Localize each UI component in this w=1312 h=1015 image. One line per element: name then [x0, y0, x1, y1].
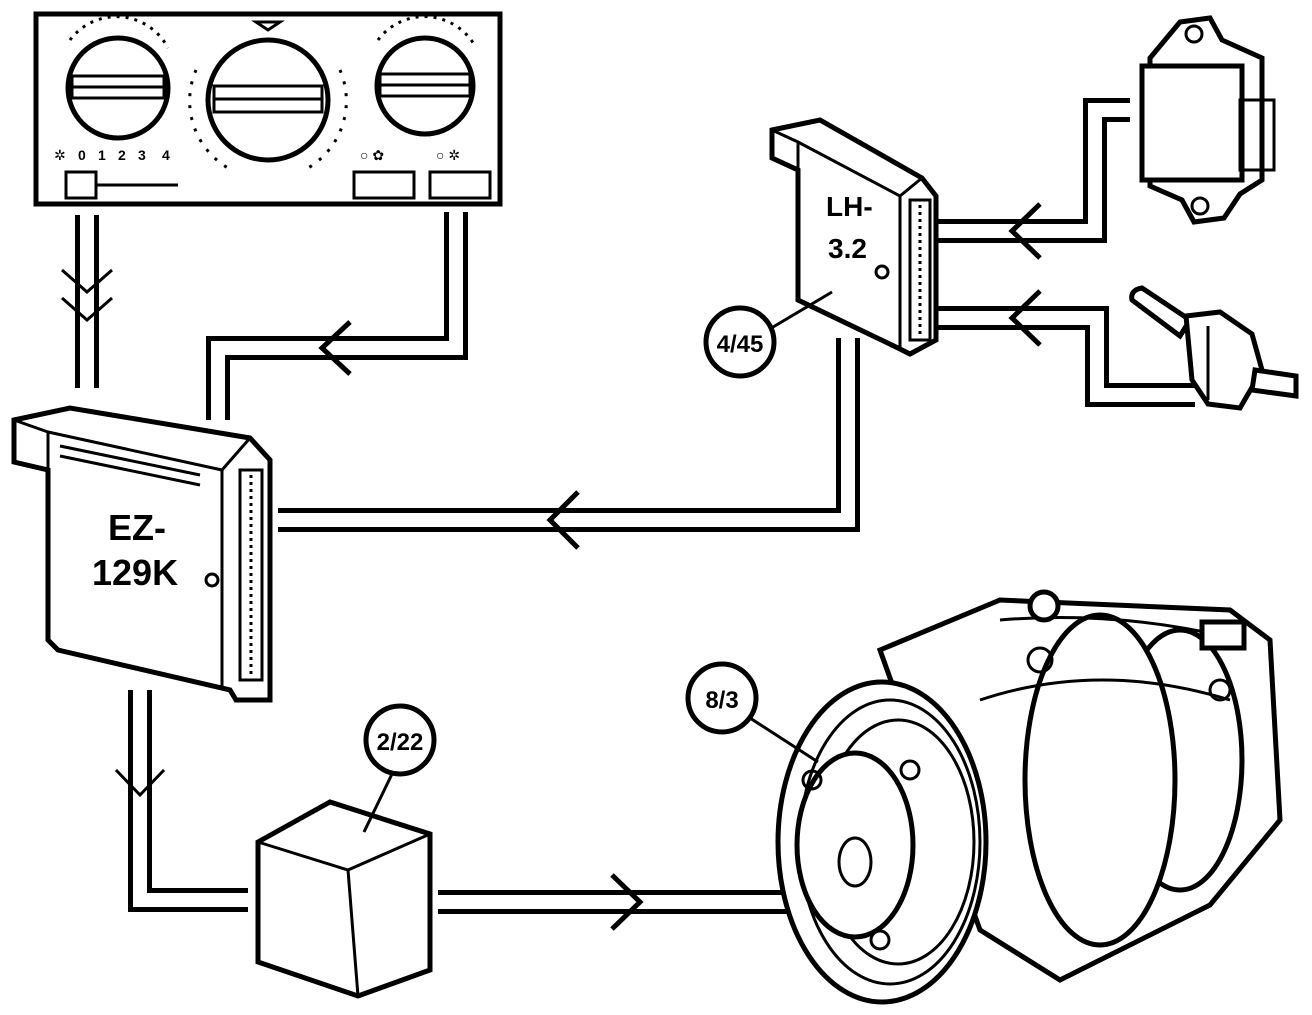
lh-label-line1: LH- — [826, 191, 873, 222]
fan-scale: ✲ 0 1 2 3 4 — [54, 147, 170, 163]
line-ez-to-relay — [128, 690, 248, 912]
fan-scale-4: 4 — [162, 147, 170, 163]
callout-8-3-text: 8/3 — [705, 687, 738, 714]
ez-label-line2: 129K — [92, 552, 178, 593]
compressor-clutch-plate — [794, 750, 916, 940]
arrowheads — [61, 202, 1042, 931]
lh-label-line2: 3.2 — [828, 233, 867, 264]
relay — [255, 799, 433, 999]
fan-scale-2: 2 — [118, 147, 126, 163]
ignition-module-ez-129k: EZ- 129K — [11, 405, 273, 703]
line-lh-to-ez — [278, 338, 860, 532]
arrow-down-panel-to-ez-2 — [61, 268, 113, 294]
callout-2-22-text: 2/22 — [377, 729, 424, 756]
fan-speed-knob — [374, 15, 477, 137]
ac-compressor — [775, 589, 1283, 1005]
svg-text:○ ✿: ○ ✿ — [360, 147, 384, 163]
arrow-left-pressure-sensor — [1008, 202, 1042, 260]
fan-scale-1: 1 — [98, 147, 106, 163]
line-pressure-sensor-to-lh — [938, 98, 1130, 243]
signal-lines — [75, 98, 1195, 914]
pressure-sensor — [1139, 15, 1276, 225]
ez-label-line1: EZ- — [108, 507, 166, 548]
svg-text:○ ✲: ○ ✲ — [436, 147, 460, 163]
callout-relay: 2/22 — [362, 703, 437, 833]
fan-scale-0: 0 — [78, 147, 86, 163]
line-panel-button-to-ez — [206, 212, 468, 420]
air-distribution-knob — [188, 20, 348, 170]
callout-compressor: 8/3 — [685, 661, 819, 764]
recirculation-button: ○ ✿ — [352, 147, 416, 200]
line-temp-sensor-to-lh — [938, 306, 1195, 407]
arrow-down-panel-to-ez — [61, 296, 113, 322]
arrow-left-lh-to-ez — [546, 490, 580, 550]
ac-button: ○ ✲ — [428, 147, 492, 200]
arrow-down-ez-to-relay — [114, 768, 166, 798]
arrow-left-temp-sensor — [1008, 289, 1042, 347]
fan-scale-3: 3 — [138, 147, 146, 163]
climate-control-panel: ✲ 0 1 2 3 4 ○ ✿ ○ ✲ — [33, 11, 503, 207]
callout-fuel-module: 4/45 — [703, 290, 833, 379]
fuel-module-lh-3-2: LH- 3.2 — [769, 117, 939, 357]
temperature-knob — [65, 15, 171, 141]
fan-slider — [64, 170, 178, 200]
fan-icon: ✲ — [54, 147, 66, 163]
callout-4-45-text: 4/45 — [717, 331, 764, 358]
arrow-left-panel-button — [318, 320, 352, 376]
arrow-right-relay-to-compressor — [610, 873, 644, 931]
temperature-sensor — [1129, 285, 1299, 411]
